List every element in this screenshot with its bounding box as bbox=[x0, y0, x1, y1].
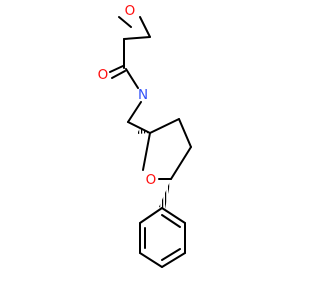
bond-carbonyl-double-b bbox=[111, 70, 126, 79]
bond-carbonyl-double-a bbox=[109, 65, 124, 73]
bond-nitrogen-methylene bbox=[127, 101, 142, 123]
bond-phenyl-inner-2 bbox=[161, 248, 181, 261]
ring-oxygen-label: O bbox=[146, 172, 157, 188]
bond-o-c2 bbox=[142, 132, 151, 171]
bond-c4-c5 bbox=[170, 146, 192, 180]
bond-phenyl-inner-3 bbox=[161, 214, 181, 228]
bond-phenyl-4 bbox=[161, 252, 186, 268]
carbonyl-oxygen-label: O bbox=[98, 67, 109, 83]
bond-epoxide-c1-c2 bbox=[123, 36, 151, 40]
bond-epoxide-o-c1 bbox=[118, 16, 132, 28]
hashed-wedge-c5 bbox=[159, 179, 171, 209]
bond-c3-c4 bbox=[178, 118, 192, 148]
amide-nitrogen-label: N bbox=[138, 87, 148, 103]
molecule-diagram: O O N O bbox=[97, 3, 192, 268]
bond-phenyl-3 bbox=[139, 252, 163, 268]
bond-epoxide-o-c2 bbox=[139, 16, 151, 38]
bond-phenyl-6 bbox=[161, 207, 186, 224]
structure-drawing: O O N O bbox=[98, 3, 192, 268]
bond-phenyl-1 bbox=[139, 207, 163, 224]
epoxide-oxygen-label: O bbox=[125, 3, 136, 19]
bond-carbonyl-nitrogen bbox=[125, 68, 139, 89]
bond-c2-c3 bbox=[149, 118, 180, 134]
hashed-wedge-c2 bbox=[137, 128, 150, 134]
